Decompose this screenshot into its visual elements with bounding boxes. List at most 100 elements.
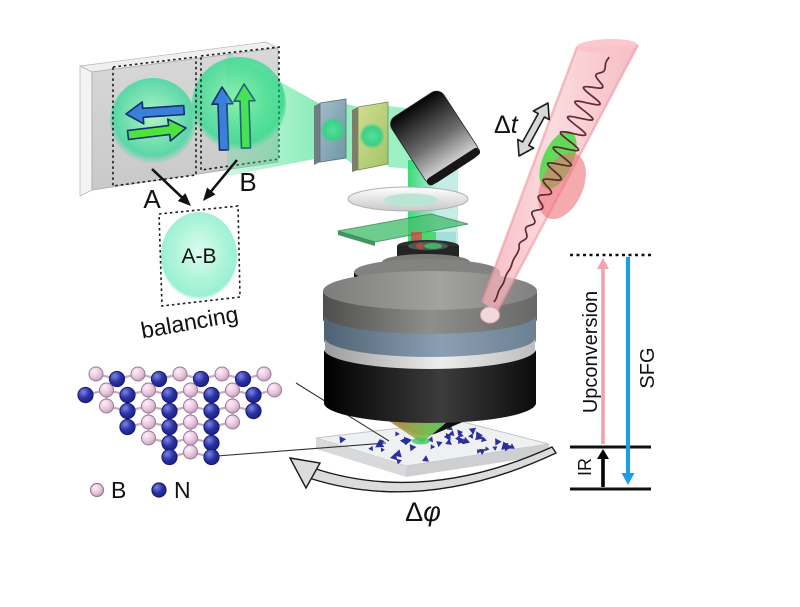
hbn-flake <box>495 438 502 446</box>
atom-nitrogen <box>119 402 136 420</box>
polarization-arrow-blue-left <box>125 101 186 125</box>
hbn-flake <box>478 449 486 456</box>
label-delta-phi: Δφ <box>405 497 441 527</box>
fold-mirror <box>390 90 481 186</box>
sample-plate-side-right <box>406 444 549 477</box>
arrow-upconversion <box>597 258 609 444</box>
atom-boron <box>99 398 114 414</box>
hbn-flake <box>501 441 510 451</box>
atom-nitrogen <box>234 370 252 388</box>
polarization-arrow-green-right <box>126 118 187 142</box>
hbn-lattice <box>77 366 282 466</box>
atom-boron <box>183 398 198 414</box>
arrow-ir <box>597 449 609 487</box>
focal-spot <box>412 437 430 445</box>
hbn-flake <box>492 446 498 451</box>
atom-nitrogen <box>161 434 178 452</box>
atom-nitrogen <box>77 386 94 404</box>
arrow-sfg <box>621 257 635 485</box>
hbn-flake <box>380 447 385 453</box>
atom-boron <box>225 398 240 414</box>
atom-nitrogen <box>203 434 220 452</box>
delay-arrow-icon <box>516 102 551 157</box>
hbn-flake <box>396 458 402 465</box>
atom-boron <box>183 382 198 398</box>
legend-label-b: B <box>111 477 126 503</box>
hbn-flake <box>409 444 417 452</box>
hbn-flake <box>395 431 400 437</box>
hbn-flake <box>485 446 490 452</box>
hbn-flake <box>468 433 474 439</box>
objective-slate-ring <box>324 315 536 359</box>
hbn-flake <box>368 445 373 452</box>
balancing-unit: A B A-B balancing <box>139 159 257 343</box>
atom-nitrogen <box>245 386 262 404</box>
atom-boron <box>183 414 198 430</box>
energy-diagram: Upconversion SFG IR <box>570 253 659 491</box>
atom-nitrogen <box>161 418 178 436</box>
hbn-flake <box>457 429 464 436</box>
hbn-flake <box>422 455 430 462</box>
ir-pulse-wave <box>493 56 610 303</box>
hbn-flake <box>462 436 471 445</box>
atom-boron <box>88 366 104 382</box>
atom-boron <box>141 382 156 398</box>
hbn-flake <box>403 436 413 446</box>
atom-nitrogen <box>192 370 210 388</box>
sample-plate-side-left <box>316 438 406 477</box>
atom-nitrogen <box>119 418 136 436</box>
callout-arrow-b <box>203 159 238 201</box>
atom-boron <box>267 382 282 398</box>
detector-section-a <box>112 56 197 187</box>
lattice-legend: B N <box>89 477 191 503</box>
hbn-flake <box>430 444 436 450</box>
atom-nitrogen <box>245 402 262 420</box>
callout-arrow-a <box>151 168 191 206</box>
atom-boron <box>99 382 114 398</box>
balance-spot <box>161 212 237 300</box>
atom-boron <box>214 366 230 382</box>
label-a-minus-b: A-B <box>181 245 216 268</box>
atom-nitrogen <box>161 448 178 466</box>
hbn-flakes <box>339 424 515 465</box>
label-upconversion: Upconversion <box>580 291 602 413</box>
atom-boron <box>225 382 240 398</box>
dichroic-plate <box>337 213 469 246</box>
detector-callout-arrows <box>151 159 238 206</box>
label-b: B <box>239 167 256 197</box>
legend-swatch-b <box>89 482 105 498</box>
red-pulse-envelope <box>538 152 586 220</box>
atom-nitrogen <box>203 448 220 466</box>
label-ir: IR <box>575 458 595 476</box>
green-beam-fan <box>227 52 320 176</box>
label-balancing: balancing <box>139 301 240 344</box>
atom-nitrogen <box>119 386 136 404</box>
label-a: A <box>143 184 161 214</box>
lattice-callout-line-2 <box>203 442 387 458</box>
delay-double-arrow <box>516 102 551 157</box>
atom-boron <box>225 414 240 430</box>
rotation-arrow-icon <box>288 446 558 493</box>
hbn-flake <box>443 433 451 441</box>
atom-boron <box>183 444 198 460</box>
hbn-flake <box>393 449 402 458</box>
waveplate <box>314 98 347 165</box>
hbn-flake <box>481 436 487 443</box>
hbn-flake <box>427 436 434 443</box>
atom-nitrogen <box>150 370 168 388</box>
hbn-flake <box>454 435 461 441</box>
atom-nitrogen <box>203 418 220 436</box>
label-sfg: SFG <box>637 347 659 388</box>
focusing-lens <box>347 186 469 212</box>
objective-body <box>323 291 537 338</box>
atom-nitrogen <box>108 370 126 388</box>
hbn-flake <box>476 449 482 454</box>
atom-boron <box>183 430 198 446</box>
hbn-flake <box>339 436 347 444</box>
beam-spot-a <box>110 78 196 164</box>
hbn-flake <box>468 427 477 435</box>
atom-boron <box>141 430 156 446</box>
atom-nitrogen <box>203 386 220 404</box>
atom-nitrogen <box>161 402 178 420</box>
